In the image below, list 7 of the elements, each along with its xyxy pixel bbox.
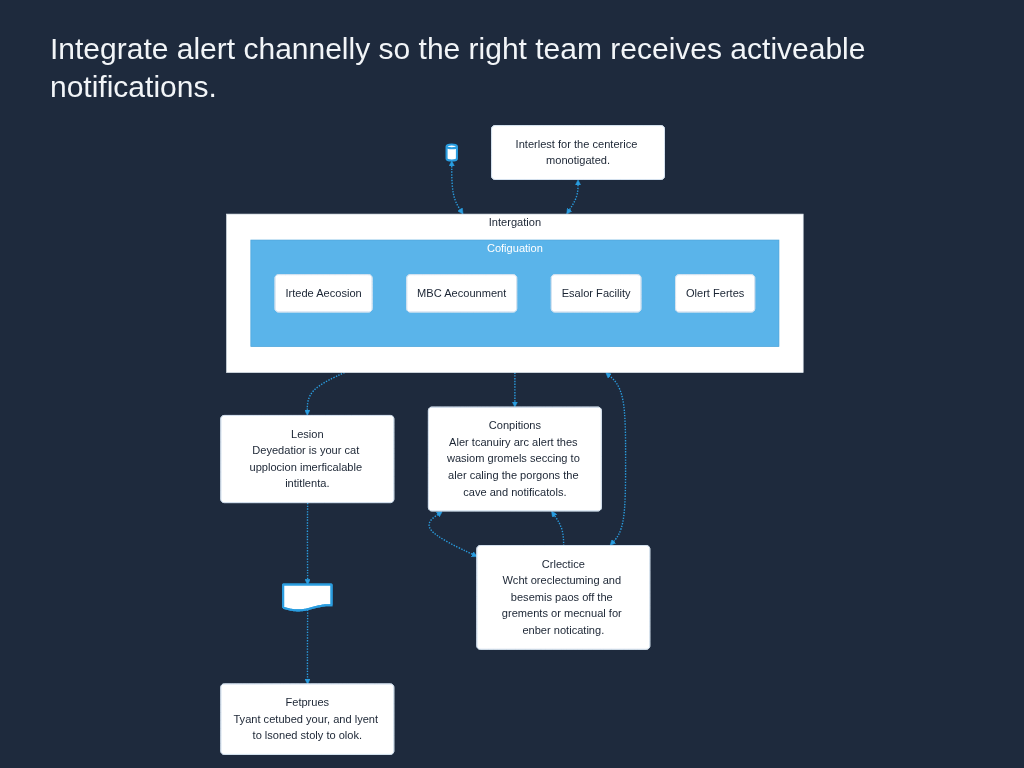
arrow [304, 371, 346, 416]
diagram-title: Integrate alert channelly so the right team receives activeable notifications. [49, 31, 867, 105]
arrow [448, 160, 464, 215]
node-cylinder [445, 143, 458, 162]
arrow [566, 179, 582, 215]
arrow [428, 511, 478, 557]
arrow [605, 372, 627, 546]
